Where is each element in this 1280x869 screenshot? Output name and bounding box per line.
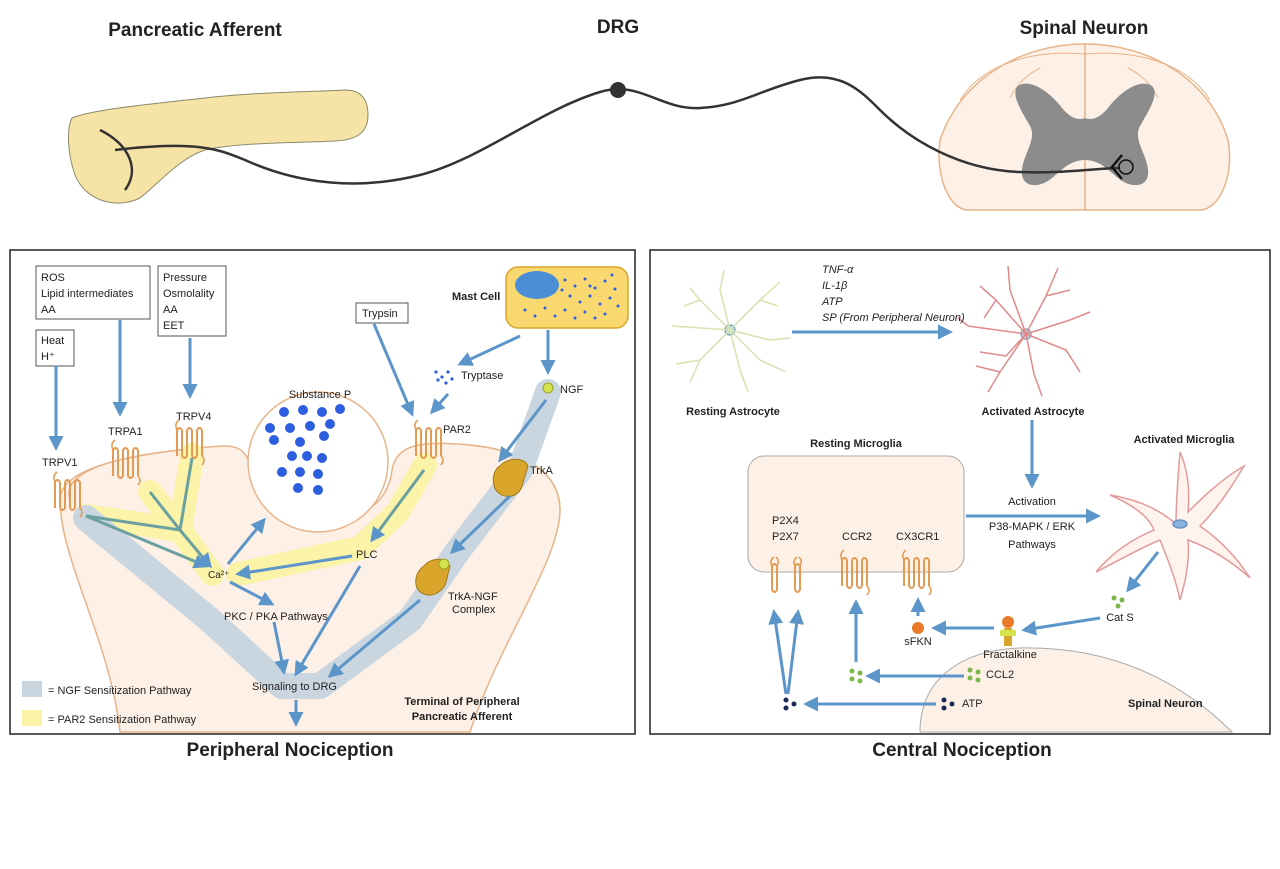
svg-text:Trypsin: Trypsin bbox=[362, 308, 398, 320]
atp-label: ATP bbox=[962, 698, 983, 710]
spinal-neuron-label: Spinal Neuron bbox=[1128, 698, 1203, 710]
substance-p-label: Substance P bbox=[289, 389, 351, 401]
activated-microglia-label: Activated Microglia bbox=[1134, 434, 1236, 446]
atp-dots bbox=[783, 697, 955, 711]
resting-astrocyte-label: Resting Astrocyte bbox=[686, 406, 780, 418]
stimulus-tnf: TNF-α bbox=[822, 264, 854, 276]
p2x7-label: P2X7 bbox=[772, 531, 799, 543]
spinal-neuron-soma-icon bbox=[1118, 159, 1134, 175]
fractalkine-molecule bbox=[1000, 616, 1016, 646]
resting-microglia-label: Resting Microglia bbox=[810, 438, 903, 450]
svg-text:ROS: ROS bbox=[41, 272, 65, 284]
trka-receptor bbox=[492, 458, 529, 497]
activated-microglia bbox=[1095, 451, 1251, 601]
p2x4-label: P2X4 bbox=[772, 515, 799, 527]
drg-label: DRG bbox=[597, 17, 639, 38]
trka-label: TrkA bbox=[530, 465, 553, 477]
cat-s-label: Cat S bbox=[1106, 612, 1134, 624]
terminal-label-1: Terminal of Peripheral bbox=[404, 696, 519, 708]
svg-text:Lipid intermediates: Lipid intermediates bbox=[41, 288, 134, 300]
drg-ganglion bbox=[610, 82, 626, 98]
stimulus-sp: SP (From Peripheral Neuron) bbox=[822, 312, 965, 324]
spinal-neuron-top-label: Spinal Neuron bbox=[1020, 18, 1149, 39]
tryptase-dots bbox=[434, 370, 454, 385]
pancreatic-afferent-label: Pancreatic Afferent bbox=[108, 20, 282, 41]
peripheral-signal-lines bbox=[85, 457, 426, 569]
ccr2-label: CCR2 bbox=[842, 531, 872, 543]
pancreas-shape bbox=[67, 89, 369, 204]
top-overview: Pancreatic Afferent DRG Spinal Neuron bbox=[67, 17, 1231, 211]
central-arrows bbox=[768, 324, 1160, 712]
resting-microglia-cell bbox=[747, 455, 965, 573]
legend: = NGF Sensitization Pathway = PAR2 Sensi… bbox=[22, 681, 197, 726]
svg-text:H⁺: H⁺ bbox=[41, 351, 55, 363]
signaling-drg-label: Signaling to DRG bbox=[252, 681, 337, 693]
ngf-molecule bbox=[542, 382, 554, 394]
activation-label: Activation bbox=[1008, 496, 1056, 508]
trka-ngf-label-1: TrkA-NGF bbox=[448, 591, 498, 603]
cat-s-dots bbox=[1111, 595, 1125, 609]
trpa1-label: TRPA1 bbox=[108, 426, 143, 438]
pkc-pka-label: PKC / PKA Pathways bbox=[224, 611, 328, 623]
cx3cr1-label: CX3CR1 bbox=[896, 531, 939, 543]
pathways-label-2: Pathways bbox=[1008, 539, 1056, 551]
terminal-label-2: Pancreatic Afferent bbox=[412, 711, 513, 723]
spinal-neuron-cell bbox=[919, 647, 1234, 733]
mast-cell bbox=[505, 266, 629, 329]
mast-cell-label: Mast Cell bbox=[452, 291, 500, 303]
trpv4-label: TRPV4 bbox=[176, 411, 211, 423]
svg-text:Osmolality: Osmolality bbox=[163, 288, 215, 300]
pressure-box: Pressure Osmolality AA EET bbox=[157, 265, 227, 337]
stimulus-il1b: IL-1β bbox=[822, 280, 848, 292]
tryptase-label: Tryptase bbox=[461, 370, 503, 382]
ccl2-label: CCL2 bbox=[986, 669, 1014, 681]
trypsin-box: Trypsin bbox=[355, 302, 409, 324]
resting-astrocyte bbox=[671, 269, 791, 393]
peripheral-arrows bbox=[48, 320, 556, 727]
substance-p-vesicles bbox=[265, 404, 345, 495]
ccl2-dots bbox=[849, 667, 981, 684]
svg-text:EET: EET bbox=[163, 320, 185, 332]
central-panel: Resting Astrocyte Activated Astrocyte TN… bbox=[649, 249, 1271, 761]
activated-astrocyte-label: Activated Astrocyte bbox=[982, 406, 1085, 418]
pathways-label-1: P38-MAPK / ERK bbox=[989, 521, 1076, 533]
sfkn-label: sFKN bbox=[904, 636, 932, 648]
trka-ngf-label-2: Complex bbox=[452, 604, 496, 616]
legend-ngf: = NGF Sensitization Pathway bbox=[48, 685, 192, 697]
activated-astrocyte bbox=[957, 265, 1091, 397]
plc-label: PLC bbox=[356, 549, 377, 561]
svg-text:AA: AA bbox=[41, 304, 56, 316]
spinal-cord bbox=[938, 43, 1231, 211]
calcium-label: Ca²⁺ bbox=[208, 570, 229, 581]
svg-text:Heat: Heat bbox=[41, 335, 64, 347]
fractalkine-label: Fractalkine bbox=[983, 649, 1037, 661]
ngf-label: NGF bbox=[560, 384, 584, 396]
afferent-fiber bbox=[99, 76, 1121, 191]
ros-box: ROS Lipid intermediates AA bbox=[35, 265, 151, 320]
svg-text:Pressure: Pressure bbox=[163, 272, 207, 284]
legend-par2: = PAR2 Sensitization Pathway bbox=[48, 714, 197, 726]
sfkn-molecule bbox=[912, 622, 924, 634]
peripheral-panel: ROS Lipid intermediates AA Heat H⁺ Press… bbox=[9, 249, 636, 761]
heat-box: Heat H⁺ bbox=[35, 329, 75, 367]
peripheral-title: Peripheral Nociception bbox=[187, 740, 394, 761]
stimulus-atp: ATP bbox=[821, 296, 843, 308]
central-title: Central Nociception bbox=[872, 740, 1051, 761]
svg-text:AA: AA bbox=[163, 304, 178, 316]
par2-label: PAR2 bbox=[443, 424, 471, 436]
trpv1-label: TRPV1 bbox=[42, 457, 77, 469]
